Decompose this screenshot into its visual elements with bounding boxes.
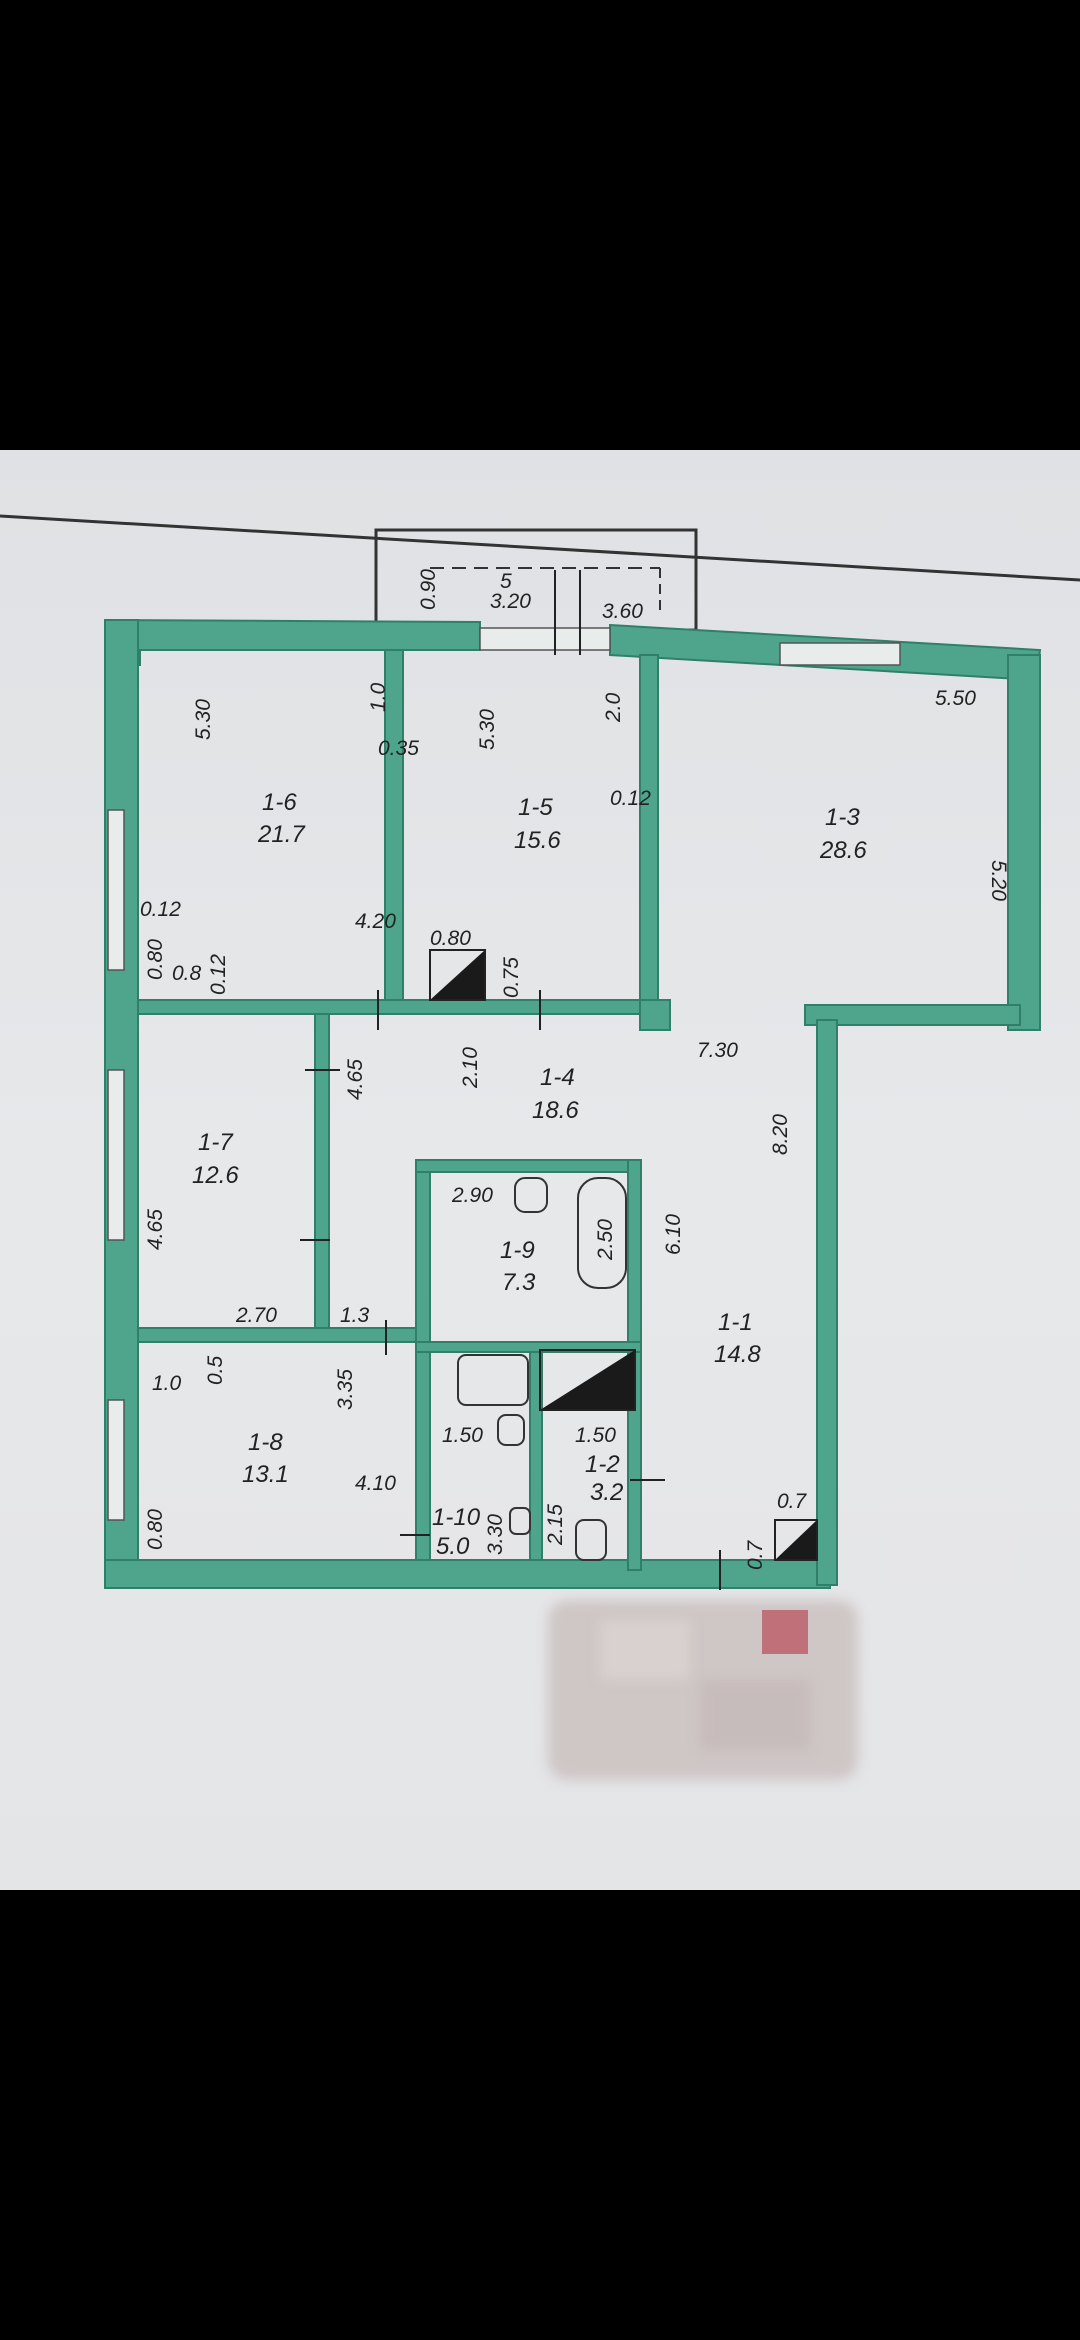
dim-2-10: 2.10 — [459, 1047, 482, 1089]
dim-1-50-a: 1.50 — [442, 1424, 483, 1447]
frame-line — [0, 514, 1080, 582]
dim-0-12-b: 0.12 — [140, 898, 181, 921]
dim-1-0: 1.0 — [367, 682, 390, 712]
room-1-7-id: 1-7 — [198, 1129, 234, 1156]
dim-2-90: 2.90 — [451, 1184, 493, 1207]
balcony-id: 5 — [500, 570, 512, 593]
dim-4-20: 4.20 — [355, 910, 396, 933]
dim-0-80-a: 0.80 — [144, 939, 167, 980]
dim-3-30: 3.30 — [484, 1514, 507, 1555]
room-1-4-id: 1-4 — [540, 1064, 575, 1091]
dim-1-0-b: 1.0 — [152, 1372, 182, 1395]
door-marks — [300, 570, 721, 1590]
room-1-10-area: 5.0 — [436, 1533, 470, 1560]
bottom-black-bar — [0, 1890, 1080, 2340]
windows — [107, 627, 901, 1521]
room-1-9-area: 7.3 — [502, 1269, 536, 1296]
room-1-3-id: 1-3 — [825, 804, 860, 831]
blurred-stamp-block-1 — [600, 1620, 690, 1680]
top-black-bar — [0, 0, 1080, 450]
dim-1-50-b: 1.50 — [575, 1424, 616, 1447]
room-1-1-id: 1-1 — [718, 1309, 753, 1336]
room-1-10-id: 1-10 — [432, 1504, 481, 1531]
dim-0-12-c: 0.12 — [207, 954, 230, 995]
dim-2-15: 2.15 — [544, 1504, 567, 1546]
dim-3-35: 3.35 — [334, 1369, 357, 1410]
dim-0-75: 0.75 — [500, 957, 523, 998]
dim-4-10: 4.10 — [355, 1472, 396, 1495]
dim-0-5: 0.5 — [204, 1355, 227, 1385]
room-1-6-id: 1-6 — [262, 789, 297, 816]
dim-0-8: 0.8 — [172, 962, 202, 985]
room-1-5-id: 1-5 — [518, 794, 553, 821]
room-1-8-id: 1-8 — [248, 1429, 283, 1456]
room-1-8-area: 13.1 — [242, 1461, 289, 1488]
dim-6-10: 6.10 — [662, 1214, 685, 1255]
balcony-dim-090: 0.90 — [417, 569, 440, 610]
balcony-area: 3.20 — [490, 590, 531, 613]
room-1-4-area: 18.6 — [532, 1097, 579, 1124]
dim-0-35: 0.35 — [378, 737, 419, 760]
balcony-dim-360: 3.60 — [602, 600, 643, 623]
dim-2-70: 2.70 — [235, 1304, 277, 1327]
room-1-6-area: 21.7 — [257, 821, 306, 848]
bath-fixtures — [457, 1177, 627, 1561]
room-1-2-id: 1-2 — [585, 1451, 620, 1478]
dim-0-12-a: 0.12 — [610, 787, 651, 810]
dim-1-3: 1.3 — [340, 1304, 370, 1327]
floor-plan: 5 3.20 0.90 3.60 1-6 21.7 1-5 15.6 1-3 2… — [0, 514, 1080, 1590]
dim-8-20: 8.20 — [769, 1114, 792, 1155]
dim-4-65-a: 4.65 — [344, 1059, 367, 1100]
dim-5-20: 5.20 — [987, 860, 1010, 901]
blurred-stamp-block-2 — [700, 1680, 810, 1750]
walls — [104, 618, 1042, 1589]
vent-shafts — [430, 950, 817, 1560]
floor-plan-photo: 5 3.20 0.90 3.60 1-6 21.7 1-5 15.6 1-3 2… — [0, 450, 1080, 1890]
red-square — [762, 1610, 808, 1654]
room-1-3-area: 28.6 — [819, 837, 867, 864]
dim-7-30: 7.30 — [697, 1039, 738, 1062]
dim-2-0: 2.0 — [602, 692, 625, 723]
dim-2-50: 2.50 — [594, 1219, 617, 1261]
dim-5-50: 5.50 — [935, 687, 976, 710]
dim-0-7-b: 0.7 — [744, 1539, 767, 1570]
room-1-9-id: 1-9 — [500, 1237, 535, 1264]
dim-0-80-c: 0.80 — [144, 1509, 167, 1550]
dim-4-65-b: 4.65 — [144, 1209, 167, 1250]
dim-0-7-a: 0.7 — [777, 1490, 808, 1513]
room-1-5-area: 15.6 — [514, 827, 561, 854]
dim-5-30-a: 5.30 — [192, 699, 215, 740]
room-1-2-area: 3.2 — [590, 1479, 623, 1506]
dim-0-80-b: 0.80 — [430, 927, 471, 950]
room-1-1-area: 14.8 — [714, 1341, 761, 1368]
dim-5-30-b: 5.30 — [476, 709, 499, 750]
room-1-7-area: 12.6 — [192, 1162, 239, 1189]
